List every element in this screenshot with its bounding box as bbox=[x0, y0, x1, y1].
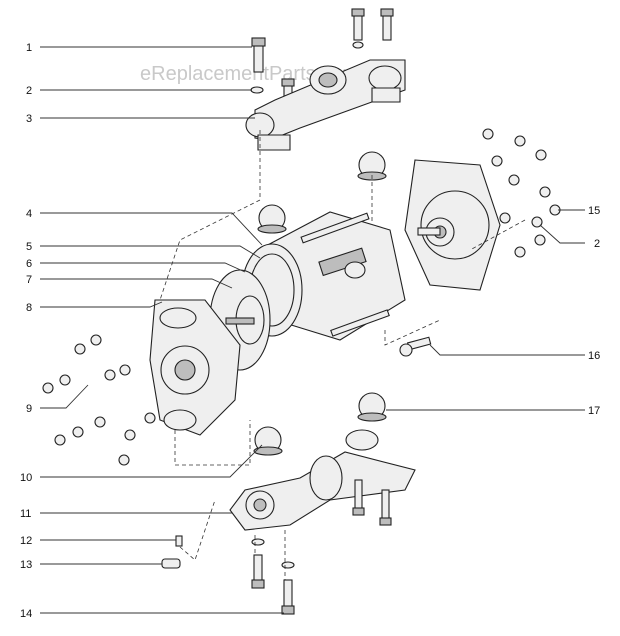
callout-5: 5 bbox=[26, 241, 32, 253]
nuts-right-cluster bbox=[482, 128, 561, 258]
nuts-left-cluster bbox=[42, 334, 156, 466]
top-bolt-left bbox=[251, 37, 266, 73]
top-washer bbox=[250, 86, 264, 94]
callout-labels: 1 2 3 4 5 6 7 8 9 10 11 12 13 14 15 2 16… bbox=[20, 42, 600, 620]
callout-7: 7 bbox=[26, 274, 32, 286]
assembly-line-7 bbox=[179, 499, 216, 561]
callout-8: 8 bbox=[26, 302, 32, 314]
callout-11: 11 bbox=[20, 508, 31, 520]
pin-16 bbox=[399, 336, 432, 357]
callout-10: 10 bbox=[20, 472, 32, 484]
left-chamber bbox=[149, 299, 241, 436]
callout-6: 6 bbox=[26, 258, 32, 270]
assembly-line-1 bbox=[159, 130, 261, 301]
top-manifold bbox=[245, 59, 406, 151]
assembly-line-4 bbox=[174, 420, 251, 466]
callout-9: 9 bbox=[26, 403, 32, 415]
ball-check-mid bbox=[257, 204, 287, 234]
callout-12: 12 bbox=[20, 535, 32, 547]
callout-1: 1 bbox=[26, 42, 32, 54]
top-washer-2 bbox=[352, 41, 364, 49]
right-chamber bbox=[404, 159, 501, 291]
callout-15: 15 bbox=[588, 205, 600, 217]
callout-3: 3 bbox=[26, 113, 32, 125]
callout-17: 17 bbox=[588, 405, 600, 417]
callout-2-right: 2 bbox=[594, 238, 600, 250]
watermark-text: eReplacementParts.com bbox=[140, 63, 359, 85]
callout-leaders bbox=[40, 46, 585, 614]
callout-13: 13 bbox=[20, 559, 32, 571]
assembly-line-3 bbox=[384, 319, 441, 346]
callout-4: 4 bbox=[26, 208, 32, 220]
small-screw-12 bbox=[175, 535, 183, 547]
ball-check-top bbox=[357, 151, 387, 181]
muffler-13 bbox=[161, 558, 181, 569]
bottom-bolts bbox=[251, 479, 392, 615]
ball-check-lower-left bbox=[253, 426, 283, 456]
callout-14: 14 bbox=[20, 608, 32, 620]
bottom-manifold bbox=[229, 429, 416, 531]
ball-check-lower-right bbox=[357, 392, 387, 422]
callout-16: 16 bbox=[588, 350, 600, 362]
callout-2: 2 bbox=[26, 85, 32, 97]
parts-drawing bbox=[42, 8, 561, 615]
assembly-line-8 bbox=[469, 219, 526, 251]
